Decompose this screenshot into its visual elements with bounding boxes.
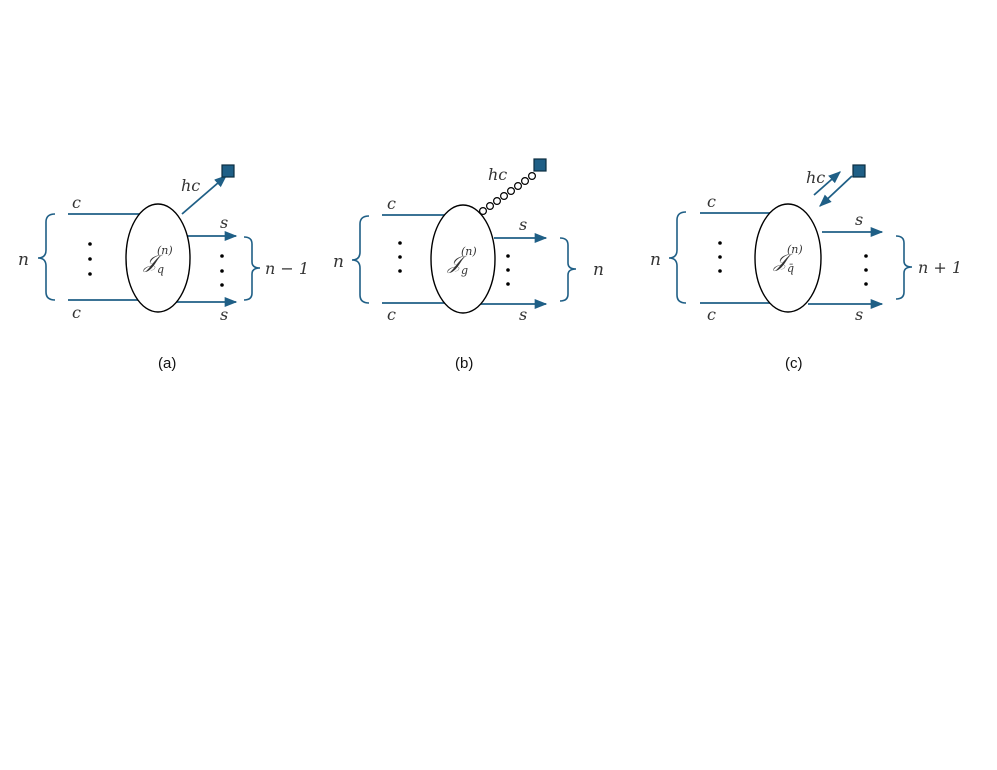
diagram-c-right-bracket-label: n + 1 xyxy=(918,258,962,277)
diagram-a-external-vertex xyxy=(221,164,235,178)
diagram-c-outgoing-bottom-label: s xyxy=(855,305,863,324)
diagram-a-left-dot-2 xyxy=(88,257,92,261)
diagram-c-left-bracket-label: n xyxy=(650,250,661,270)
diagram-b-gluon-loop xyxy=(493,197,502,206)
diagram-b-emission-label: hc xyxy=(488,165,507,184)
diagram-b-right-dot-3 xyxy=(506,282,510,286)
diagram-c-outgoing-top-label: s xyxy=(855,210,863,229)
diagram-b-blob-subscript: g xyxy=(461,264,468,277)
diagram-b-gluon-loop xyxy=(520,177,529,186)
diagram-c-left-dot-1 xyxy=(718,241,722,245)
diagram-a: n c c s s n − 1 hc 𝒥 q (n) (a) xyxy=(18,164,309,372)
diagram-b-left-dot-1 xyxy=(398,241,402,245)
diagram-a-emission-arrow xyxy=(181,175,227,215)
diagram-b-right-bracket-label: n xyxy=(593,260,604,280)
diagram-b-gluon-loop xyxy=(500,192,509,201)
diagram-a-right-dot-1 xyxy=(220,254,224,258)
diagram-b-incoming-bottom-label: c xyxy=(387,305,396,324)
diagram-b-gluon-loop xyxy=(479,207,488,216)
diagram-c-right-dot-2 xyxy=(864,268,868,272)
diagram-c-right-dot-3 xyxy=(864,282,868,286)
diagram-b-left-bracket-label: n xyxy=(333,252,344,272)
diagram-a-right-dot-3 xyxy=(220,283,224,287)
diagram-c-jet-function-blob xyxy=(754,203,822,313)
diagram-c-blob-superscript: (n) xyxy=(787,243,803,256)
diagram-b-gluon-line xyxy=(479,172,536,216)
diagram-a-caption: (a) xyxy=(158,355,176,372)
diagram-b-left-dot-3 xyxy=(398,269,402,273)
diagram-b-blob-superscript: (n) xyxy=(461,245,477,258)
diagram-a-right-dot-2 xyxy=(220,269,224,273)
diagram-b-left-dot-2 xyxy=(398,255,402,259)
diagram-b-jet-function-blob xyxy=(430,204,496,314)
diagram-a-outgoing-top-label: s xyxy=(220,213,228,232)
diagram-b-gluon-loop xyxy=(486,202,495,211)
diagram-b-right-dot-2 xyxy=(506,268,510,272)
diagram-b-outgoing-top-label: s xyxy=(519,215,527,234)
diagram-c-left-dot-2 xyxy=(718,255,722,259)
diagram-c-incoming-bottom-label: c xyxy=(707,305,716,324)
diagram-c-right-dot-1 xyxy=(864,254,868,258)
diagram-c-right-brace xyxy=(895,235,913,300)
diagram-a-left-brace xyxy=(37,213,56,301)
diagram-b-incoming-top-label: c xyxy=(387,194,396,213)
diagram-a-blob-subscript: q xyxy=(157,263,164,276)
diagram-a-left-dot-1 xyxy=(88,242,92,246)
diagram-a-right-brace xyxy=(243,236,261,301)
diagram-c: n c c s s n + 1 hc 𝒥 q̄ (n) (c) xyxy=(650,164,962,372)
diagram-b-left-brace xyxy=(351,215,370,304)
diagram-c-caption: (c) xyxy=(785,355,803,372)
diagram-b: n c c s s n hc 𝒥 g ( xyxy=(333,158,604,372)
diagram-b-caption: (b) xyxy=(455,355,473,372)
diagram-a-left-dot-3 xyxy=(88,272,92,276)
diagram-c-emission-label: hc xyxy=(806,168,825,187)
diagram-b-gluon-loop xyxy=(527,172,536,181)
diagram-b-gluon-loop xyxy=(513,182,522,191)
diagram-c-left-dot-3 xyxy=(718,269,722,273)
diagram-c-emission-line xyxy=(819,175,853,207)
diagram-a-jet-function-blob xyxy=(125,203,191,313)
diagram-a-blob-superscript: (n) xyxy=(157,244,173,257)
diagram-c-incoming-top-label: c xyxy=(707,192,716,211)
diagram-b-outgoing-bottom-label: s xyxy=(519,305,527,324)
diagram-a-right-bracket-label: n − 1 xyxy=(265,259,309,278)
diagram-b-right-dot-1 xyxy=(506,254,510,258)
diagram-c-blob-subscript: q̄ xyxy=(787,262,794,275)
diagram-b-right-brace xyxy=(559,237,577,302)
diagram-a-outgoing-bottom-label: s xyxy=(220,305,228,324)
diagram-a-incoming-top-label: c xyxy=(72,193,81,212)
diagram-c-external-vertex xyxy=(852,164,866,178)
diagram-c-momentum-arrow xyxy=(813,171,841,196)
diagram-b-external-vertex xyxy=(533,158,547,172)
diagram-c-left-brace xyxy=(668,211,687,304)
diagram-a-emission-label: hc xyxy=(181,176,200,195)
diagram-a-incoming-bottom-label: c xyxy=(72,303,81,322)
diagram-a-left-bracket-label: n xyxy=(18,250,29,270)
diagram-b-gluon-loop xyxy=(507,187,516,196)
